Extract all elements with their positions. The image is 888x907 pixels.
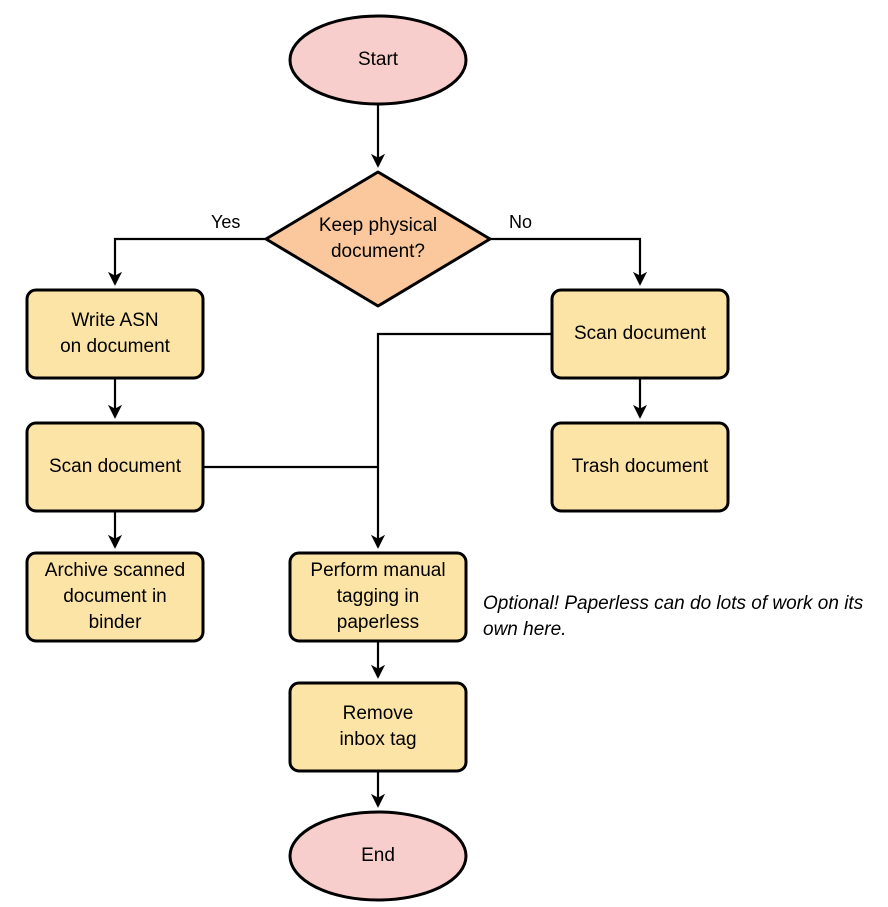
edge-decision-yes-to-write-asn	[107, 237, 265, 286]
node-scan-right-shape[interactable]	[550, 288, 730, 380]
node-remove-inbox-shape[interactable]	[288, 681, 468, 773]
node-trash-shape[interactable]	[550, 421, 730, 513]
node-end-shape[interactable]	[288, 810, 468, 902]
node-start-shape[interactable]	[288, 14, 468, 106]
node-write-asn-shape[interactable]	[25, 288, 205, 380]
edge-label-yes: Yes	[211, 212, 241, 232]
node-scan-left-shape[interactable]	[25, 421, 205, 513]
node-decision-shape[interactable]	[264, 170, 492, 308]
node-archive-shape[interactable]	[25, 551, 205, 643]
edge-decision-no-to-scan-right	[490, 237, 648, 286]
node-tagging-shape[interactable]	[288, 551, 468, 643]
optional-note: Optional! Paperless can do lots of work …	[483, 593, 864, 640]
edge-label-no: No	[509, 212, 533, 232]
edge-scan-right-to-tagging	[370, 332, 552, 549]
